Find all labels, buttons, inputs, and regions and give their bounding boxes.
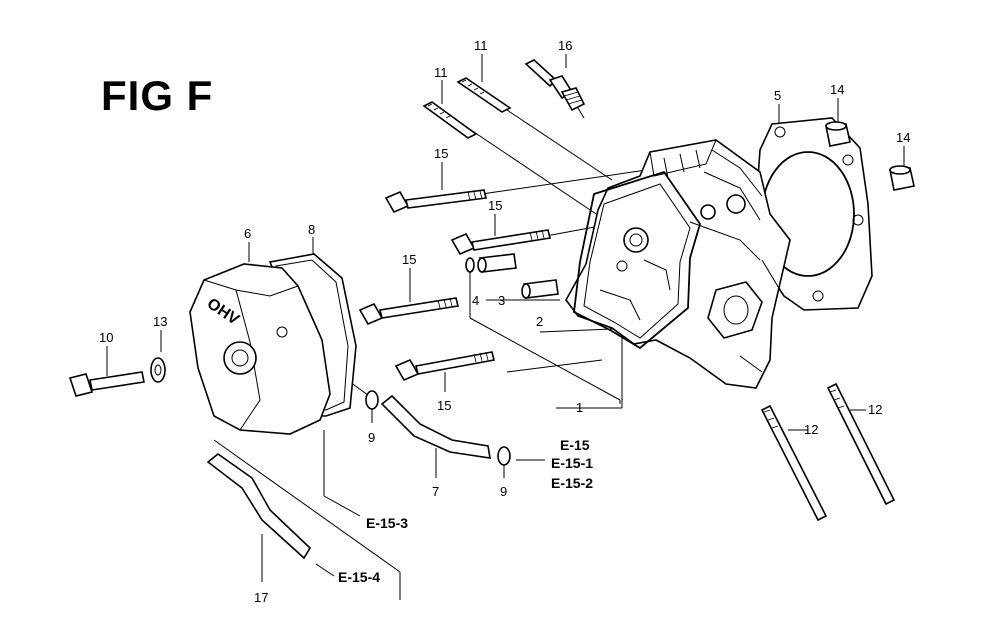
head-bolt-4 (394, 351, 495, 382)
breather-tube (380, 394, 491, 459)
callout-3: 3 (498, 293, 505, 308)
callout-15-1: 15 (434, 146, 448, 161)
callout-1: 1 (576, 400, 583, 415)
sealing-washer (150, 357, 166, 383)
callout-12-right: 12 (868, 402, 882, 417)
callout-5: 5 (774, 88, 781, 103)
cylinder-head (565, 139, 791, 389)
ref-e-15-3: E-15-3 (366, 515, 408, 531)
callout-15-2: 15 (488, 198, 502, 213)
spark-plug (524, 59, 586, 119)
dowel-pin-upper (825, 121, 851, 147)
drain-tube (206, 452, 312, 560)
callout-17: 17 (254, 590, 268, 605)
head-bolt-1 (384, 189, 487, 214)
dowel-pin-lower (889, 165, 915, 191)
dowel-sleeve-4 (465, 257, 475, 273)
callout-16: 16 (558, 38, 572, 53)
dowel-sleeve-2 (521, 279, 559, 299)
head-cover: OHV (189, 263, 331, 435)
callout-8: 8 (308, 222, 315, 237)
callout-14-upper: 14 (830, 82, 844, 97)
dowel-sleeve-3 (477, 253, 517, 273)
ref-e-15-2: E-15-2 (551, 475, 593, 491)
callout-14-lower: 14 (896, 130, 910, 145)
head-bolt-3 (358, 297, 459, 326)
stud-12-left (760, 404, 828, 522)
callout-labels: 11 11 16 5 14 14 15 15 15 15 6 8 4 3 2 1… (99, 38, 910, 605)
ref-e-15: E-15 (560, 437, 590, 453)
callout-2: 2 (536, 314, 543, 329)
callout-11-lower: 11 (434, 65, 448, 80)
reference-labels: E-15 E-15-1 E-15-2 E-15-3 E-15-4 (338, 437, 593, 585)
callout-6: 6 (244, 226, 251, 241)
callout-9-upper: 9 (368, 430, 375, 445)
tube-clip-lower (497, 446, 511, 466)
ref-e-15-4: E-15-4 (338, 569, 380, 585)
callout-10: 10 (99, 330, 113, 345)
callout-13: 13 (153, 314, 167, 329)
cover-bolt (68, 371, 145, 397)
callout-7: 7 (432, 484, 439, 499)
stud-bolt-lower (422, 101, 478, 139)
stud-12-right (826, 382, 896, 506)
callout-9-lower: 9 (500, 484, 507, 499)
callout-12-left: 12 (804, 422, 818, 437)
head-bolt-2 (450, 229, 551, 256)
callout-15-4: 15 (437, 398, 451, 413)
ref-e-15-1: E-15-1 (551, 455, 593, 471)
stud-bolt-upper (456, 77, 512, 113)
figure-title: FIG F (101, 72, 214, 119)
tube-clip-upper (365, 390, 379, 410)
callout-4: 4 (472, 293, 479, 308)
callout-11-upper: 11 (474, 38, 488, 53)
callout-15-3: 15 (402, 252, 416, 267)
